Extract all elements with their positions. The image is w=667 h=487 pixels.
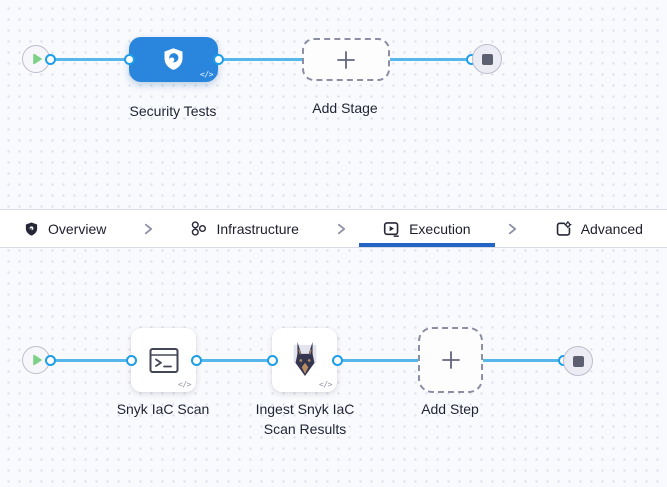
tab-label: Advanced [580, 220, 643, 237]
step-flow-end-node[interactable] [563, 346, 593, 376]
connector-point[interactable] [45, 53, 56, 65]
connector-point[interactable] [125, 354, 137, 366]
code-icon[interactable]: </> [319, 380, 332, 389]
connector-point[interactable] [331, 354, 343, 366]
tab-infrastructure[interactable]: Infrastructure [166, 210, 322, 247]
step-label: Ingest Snyk IaC Scan Results [255, 401, 355, 437]
stop-icon [572, 355, 584, 367]
tab-execution[interactable]: Execution [359, 210, 494, 247]
tab-overview[interactable]: Overview [0, 210, 130, 247]
connector-point[interactable] [266, 354, 278, 366]
code-icon[interactable]: </> [178, 380, 191, 389]
execution-icon [383, 220, 400, 238]
tab-label: Infrastructure [216, 220, 299, 237]
add-stage-label: Add Stage [312, 100, 378, 116]
stage-config-tabbar: Overview Infrastructure [0, 209, 667, 248]
play-icon [31, 53, 43, 65]
tab-label: Overview [48, 220, 107, 237]
step-label: Snyk IaC Scan [116, 401, 210, 417]
code-icon[interactable]: </> [200, 70, 213, 79]
connector-point[interactable] [123, 53, 135, 65]
chevron-right-icon [142, 210, 155, 247]
security-shield-icon [160, 46, 187, 73]
tab-label: Execution [409, 220, 471, 237]
stop-icon [481, 53, 493, 65]
snyk-dog-icon [288, 341, 322, 379]
chevron-right-icon [506, 210, 519, 247]
step-card-snyk-iac-scan[interactable]: </> [131, 328, 196, 392]
terminal-icon [148, 346, 180, 375]
advanced-icon [555, 220, 572, 238]
stage-label: Security Tests [129, 103, 217, 119]
tab-advanced[interactable]: Advanced [531, 210, 667, 247]
plus-icon [335, 49, 357, 71]
infrastructure-icon [190, 220, 207, 237]
step-card-ingest-snyk-results[interactable]: </> [272, 328, 337, 392]
connector-point[interactable] [212, 53, 224, 65]
connector-point[interactable] [45, 354, 56, 366]
plus-icon [440, 349, 462, 371]
stage-connector-line [50, 57, 471, 61]
stage-card-security-tests[interactable]: </> [129, 37, 218, 82]
chevron-right-icon [335, 210, 348, 247]
add-step-button[interactable] [418, 327, 483, 393]
connector-point[interactable] [190, 354, 202, 366]
add-stage-button[interactable] [302, 38, 390, 81]
stage-flow-end-node[interactable] [472, 44, 502, 74]
add-step-label: Add Step [421, 401, 479, 417]
shield-icon [24, 221, 39, 237]
play-icon [31, 354, 43, 366]
